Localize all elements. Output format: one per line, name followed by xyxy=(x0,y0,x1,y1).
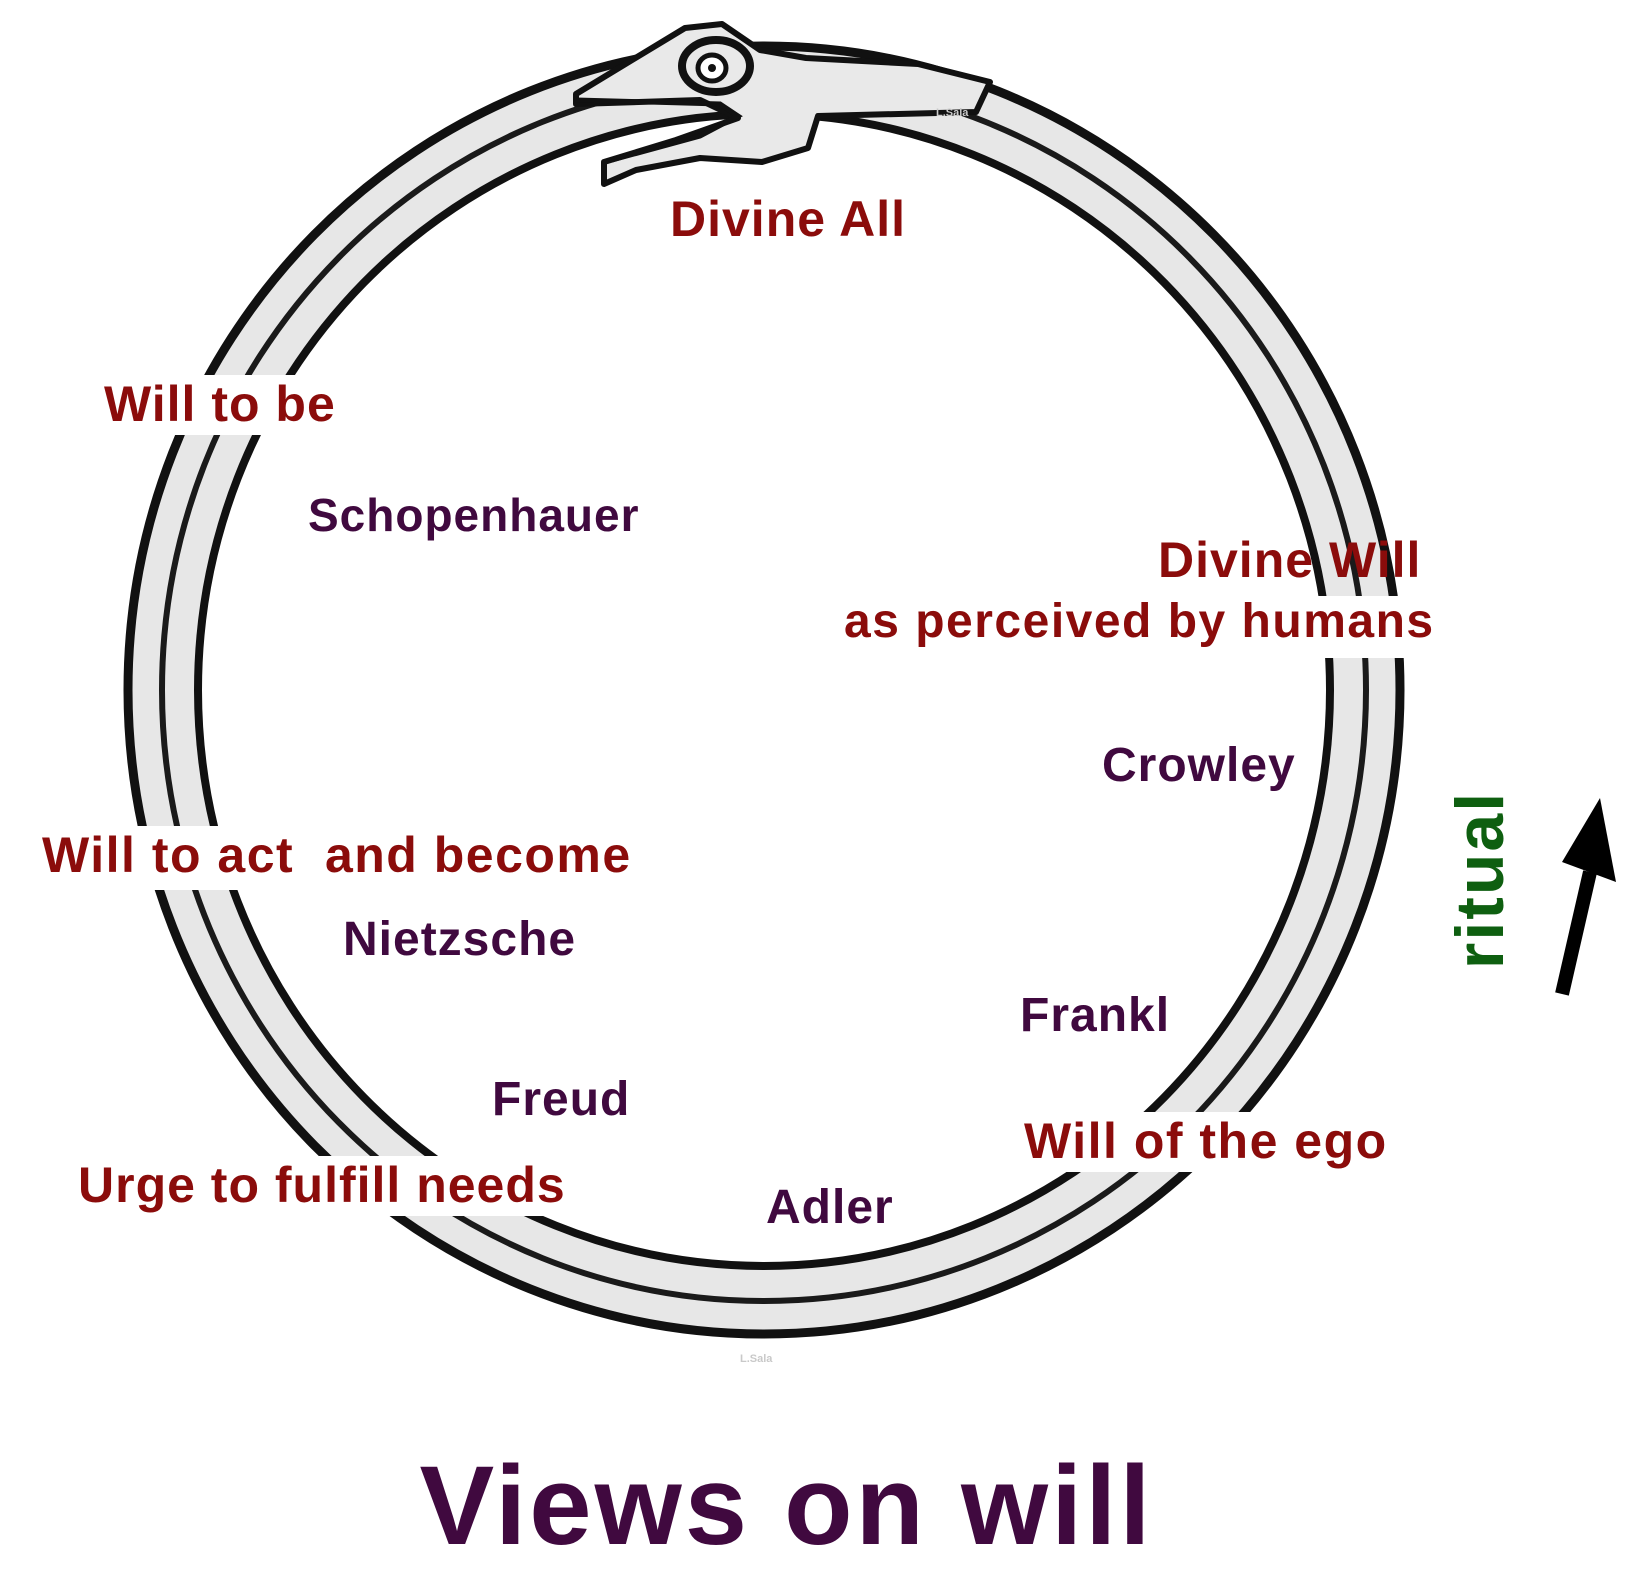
thinker-crowley: Crowley xyxy=(1102,739,1296,792)
serpent-jaw-line xyxy=(575,97,743,163)
serpent-eye-ring xyxy=(678,36,754,96)
ritual-direction-label: ritual xyxy=(1442,790,1518,970)
stage-label-will-to-be: Will to be xyxy=(100,375,348,435)
thinker-nietzsche: Nietzsche xyxy=(343,913,577,966)
watermark-head: L.Sala xyxy=(936,107,969,119)
thinker-frankl: Frankl xyxy=(1020,989,1171,1042)
serpent-pupil xyxy=(708,64,716,72)
thinker-adler: Adler xyxy=(766,1181,894,1234)
thinker-freud: Freud xyxy=(492,1073,631,1126)
stage-label-will-of-the-ego: Will of the ego xyxy=(1020,1112,1394,1172)
page-title: Views on will xyxy=(419,1443,1154,1568)
watermark-tail: L.Sala xyxy=(740,1353,773,1365)
serpent-inner-outline xyxy=(194,110,1334,1270)
thinker-schopenhauer: Schopenhauer xyxy=(308,489,640,541)
stage-label-urge-to-fulfill-needs: Urge to fulfill needs xyxy=(74,1156,572,1216)
stage-label-perceived-by-humans: as perceived by humans xyxy=(838,596,1441,658)
ouroboros-serpent-icon xyxy=(123,21,1405,1339)
stage-label-will-to-act: Will to act and become xyxy=(42,826,640,890)
serpent-outer-outline xyxy=(123,41,1405,1339)
stage-label-divine-will: Divine Will xyxy=(1158,532,1422,588)
up-arrow-icon xyxy=(1555,798,1616,996)
center-label-divine-all: Divine All xyxy=(670,191,906,247)
